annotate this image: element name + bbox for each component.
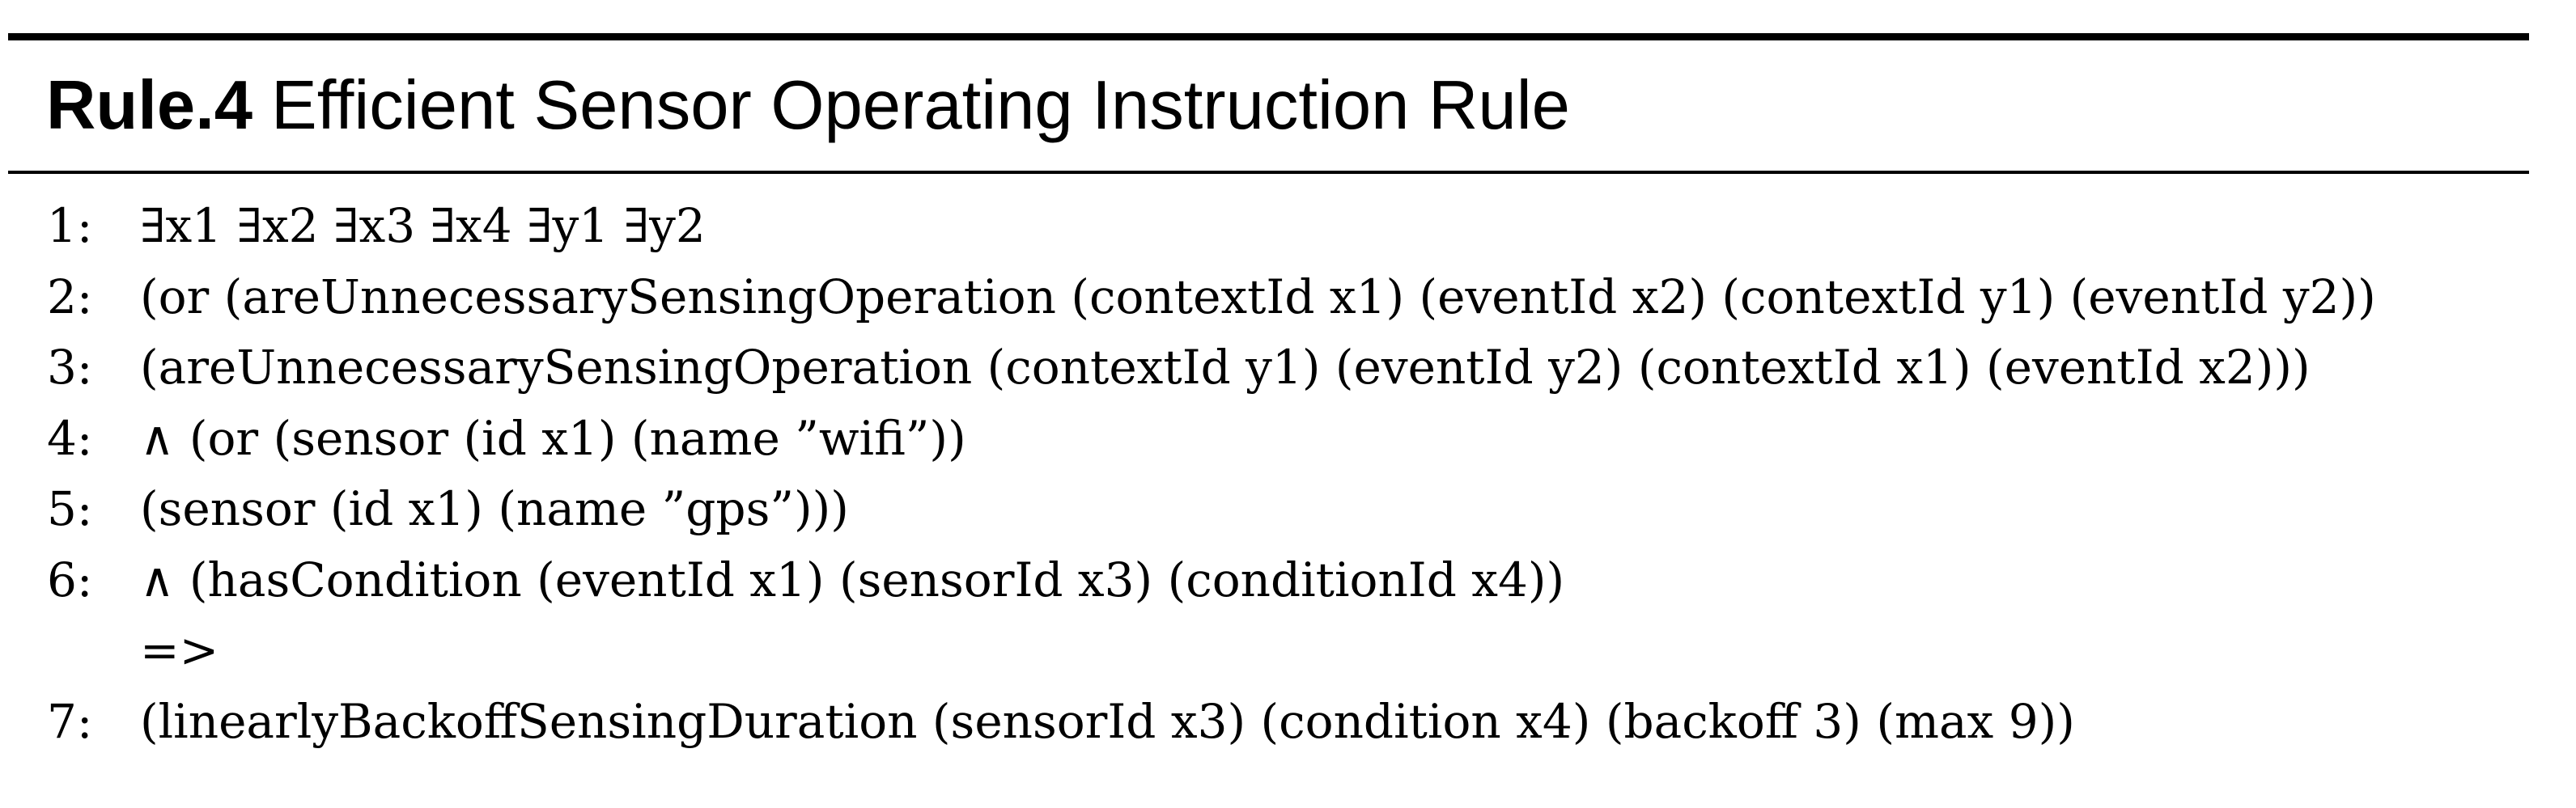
rule-title: Efficient Sensor Operating Instruction R… [271, 67, 1570, 144]
line-code: (areUnnecessarySensingOperation (context… [140, 340, 2311, 395]
algorithm-line-1: 1: ∃x1 ∃x2 ∃x3 ∃x4 ∃y1 ∃y2 [0, 191, 2576, 262]
line-number: 6: [47, 552, 93, 607]
header-rule-divider [8, 171, 2529, 174]
algorithm-line-4: 4: ∧ (or (sensor (id x1) (name ”wifi”)) [0, 404, 2576, 475]
line-code: (or (areUnnecessarySensingOperation (con… [140, 269, 2376, 324]
line-code: ∧ (hasCondition (eventId x1) (sensorId x… [140, 552, 1565, 607]
line-number: 4: [47, 410, 93, 466]
line-code: (linearlyBackoffSensingDuration (sensorI… [140, 693, 2075, 749]
line-number: 5: [47, 481, 93, 536]
line-number: 1: [47, 198, 93, 253]
line-code: ∧ (or (sensor (id x1) (name ”wifi”)) [140, 410, 966, 466]
line-number: 7: [47, 693, 93, 749]
algorithm-line-7: 7: (linearlyBackoffSensingDuration (sens… [0, 687, 2576, 758]
algorithm-line-2: 2: (or (areUnnecessarySensingOperation (… [0, 262, 2576, 333]
rule-label: Rule.4 [46, 67, 253, 144]
line-code: ∃x1 ∃x2 ∃x3 ∃x4 ∃y1 ∃y2 [140, 198, 706, 253]
algorithm-line-6: 6: ∧ (hasCondition (eventId x1) (sensorI… [0, 545, 2576, 616]
line-number: 3: [47, 340, 93, 395]
line-number: 2: [47, 269, 93, 324]
implies-arrow: => [140, 623, 219, 678]
algorithm-line-3: 3: (areUnnecessarySensingOperation (cont… [0, 332, 2576, 404]
algorithm-line-5: 5: (sensor (id x1) (name ”gps”))) [0, 474, 2576, 545]
line-code: (sensor (id x1) (name ”gps”))) [140, 481, 849, 536]
algorithm-body: 1: ∃x1 ∃x2 ∃x3 ∃x4 ∃y1 ∃y2 2: (or (areUn… [0, 191, 2576, 757]
top-rule-divider [8, 33, 2529, 40]
algorithm-line-implies: => [0, 616, 2576, 687]
